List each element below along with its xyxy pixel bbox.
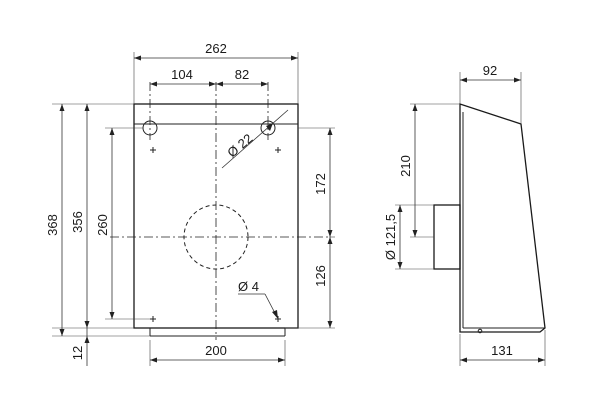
side-view [433, 103, 546, 334]
dim-left-offset-label: 104 [171, 67, 193, 82]
screw-mark [150, 147, 156, 153]
dim-bottom-width-label: 200 [205, 343, 227, 358]
side-extension-lines [395, 72, 546, 366]
dim-top-depth-label: 92 [483, 63, 497, 78]
dim-top-to-spigot-label: 210 [398, 155, 413, 177]
side-dimension-lines [397, 77, 545, 363]
dia-spigot-label: Ø 121,5 [383, 214, 398, 260]
front-dimension-lines [59, 55, 333, 366]
screw-mark [150, 316, 156, 322]
dia-fixing-hole-label: Ø 22 [224, 131, 255, 161]
dim-center-to-bottom-label: 126 [313, 265, 328, 287]
dia-screw-hole-label: Ø 4 [238, 279, 259, 294]
front-extension-lines [52, 52, 335, 366]
dim-bottom-tab-label: 12 [70, 346, 85, 360]
side-bottom-hole [477, 328, 483, 334]
dim-body-height-label: 356 [70, 211, 85, 233]
screw-mark [275, 147, 281, 153]
dim-hole-spacing-label: 260 [95, 214, 110, 236]
dim-top-to-center-label: 172 [313, 173, 328, 195]
front-view [110, 82, 330, 340]
spigot [433, 204, 461, 270]
dim-right-offset-label: 82 [235, 67, 249, 82]
dim-bottom-depth-label: 131 [491, 343, 513, 358]
dim-total-width-label: 262 [205, 41, 227, 56]
side-body-outline [459, 103, 546, 333]
dim-total-height-label: 368 [45, 214, 60, 236]
